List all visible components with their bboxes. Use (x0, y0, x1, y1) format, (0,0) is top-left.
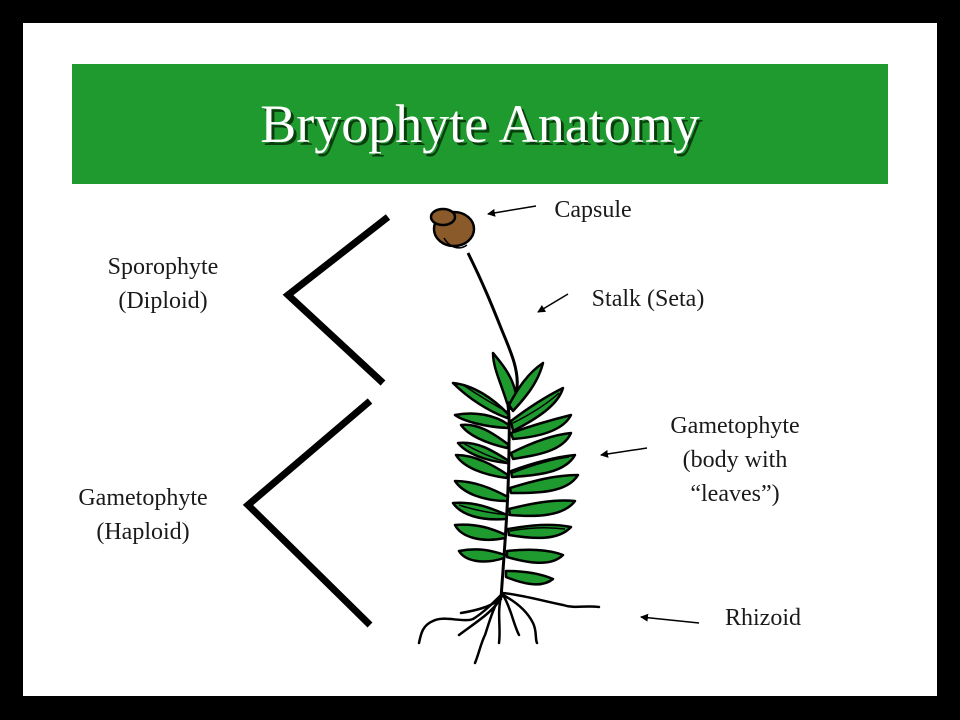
rhizoids (417, 591, 601, 665)
sporophyte-label-line-2: (Diploid) (118, 288, 208, 314)
stalk-label-text: Stalk (Seta) (591, 286, 705, 312)
gametophyte-body-label-line-3: “leaves”) (690, 481, 780, 507)
capsule-label: Capsule (533, 193, 653, 227)
gametophyte-bracket (242, 398, 373, 628)
title-bar: Bryophyte Anatomy (72, 64, 888, 184)
sporophyte-label-line-1: Sporophyte (107, 254, 219, 280)
moss-diagram (242, 205, 700, 665)
gametophyte-body-label: Gametophyte (body with “leaves”) (635, 409, 835, 511)
gametophyte-haploid-label: Gametophyte (Haploid) (43, 481, 243, 549)
slide: Bryophyte Anatomy (23, 23, 937, 696)
capsule-arrow (487, 205, 537, 217)
gametophyte-haploid-label-line-2: (Haploid) (96, 519, 190, 545)
stalk-arrow (537, 293, 569, 313)
rhizoid-label: Rhizoid (703, 601, 823, 635)
rhizoid-label-text: Rhizoid (725, 605, 801, 631)
capsule-label-text: Capsule (554, 197, 632, 223)
slide-title: Bryophyte Anatomy (260, 94, 700, 154)
capsule-shape (429, 207, 476, 249)
gametophyte-body-label-line-1: Gametophyte (670, 413, 800, 439)
rhizoid-arrow (640, 613, 700, 624)
sporophyte-label: Sporophyte (Diploid) (73, 250, 253, 318)
gametophyte-arrow (600, 447, 648, 458)
gametophyte-leaves (451, 351, 580, 586)
gametophyte-haploid-label-line-1: Gametophyte (78, 485, 208, 511)
sporophyte-bracket (282, 214, 391, 386)
stalk-label: Stalk (Seta) (563, 282, 733, 316)
gametophyte-body-label-line-2: (body with (682, 447, 788, 473)
